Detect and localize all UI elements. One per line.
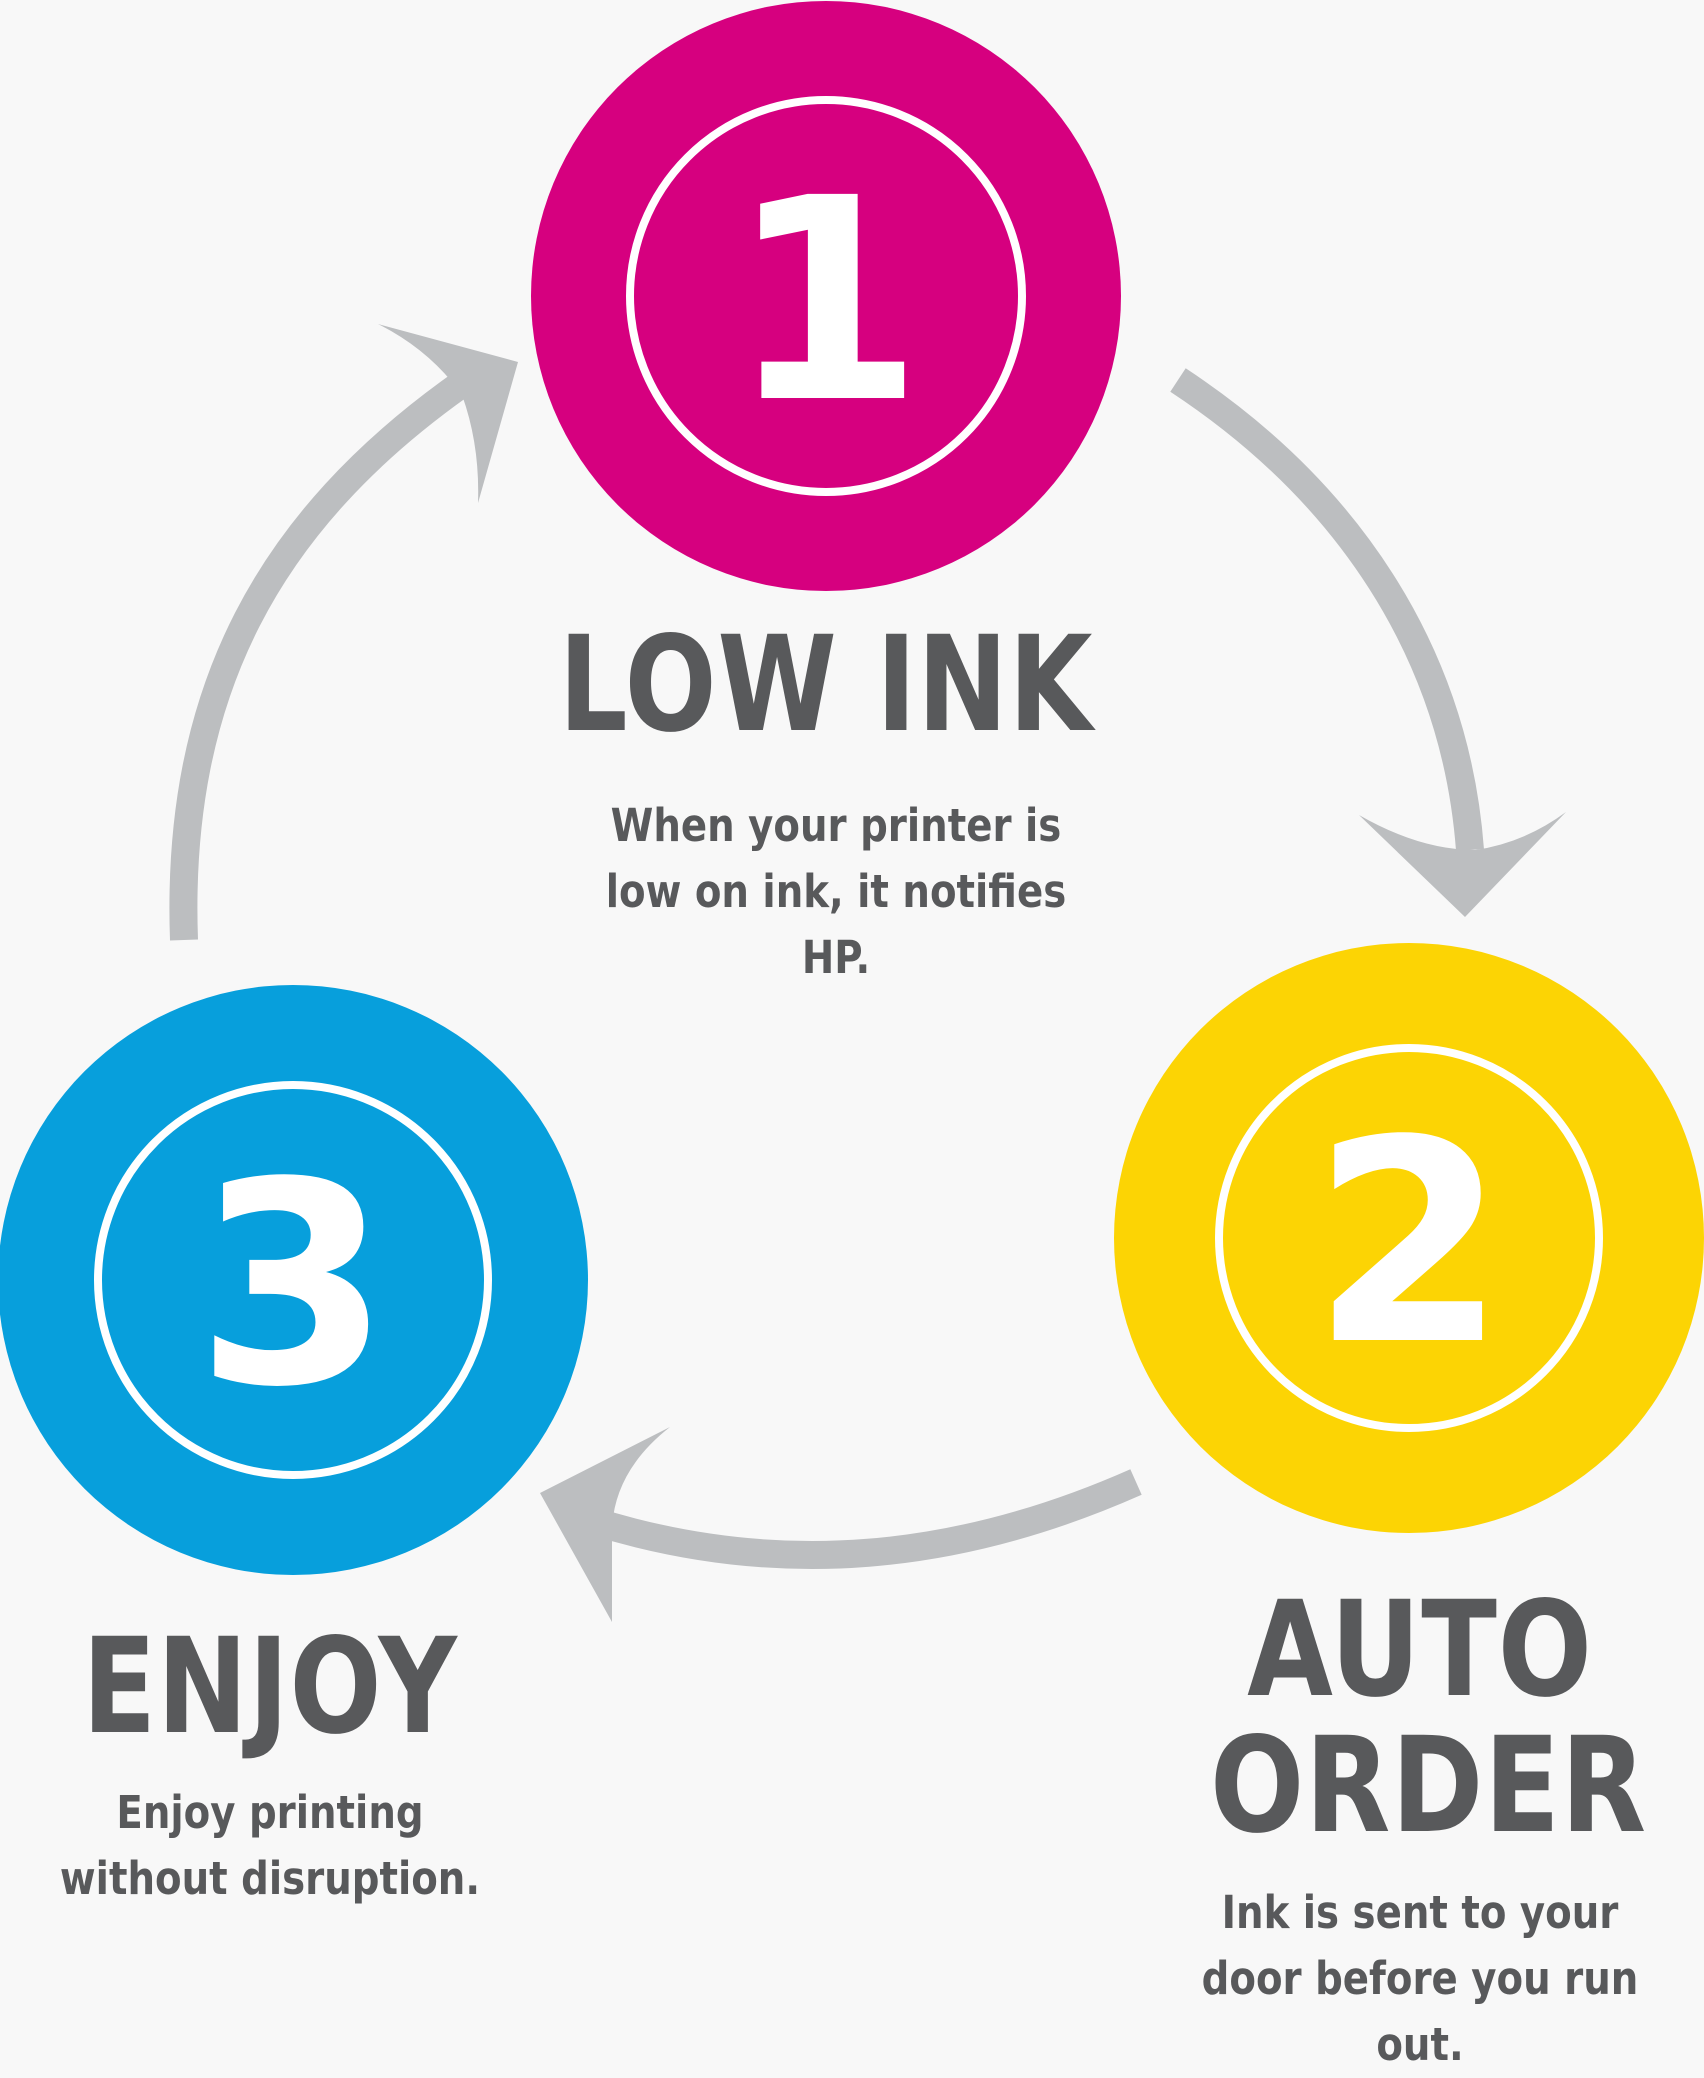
cycle-diagram: 1 2 3	[0, 1, 1704, 1622]
step-2-circle: 2	[1114, 943, 1704, 1533]
step-1-title: LOW INK	[558, 608, 1094, 762]
step-3-number: 3	[196, 1123, 391, 1449]
step-3-description: Enjoy printing without disruption.	[59, 1786, 481, 1905]
step-2-description: Ink is sent to your door before you run …	[1201, 1886, 1639, 2071]
step-3-circle: 3	[0, 985, 588, 1575]
arrow-step3-to-step1	[169, 324, 518, 941]
step-1-description: When your printer is low on ink, it noti…	[605, 799, 1067, 984]
step-1-number: 1	[729, 139, 924, 465]
step-1-circle: 1	[531, 1, 1121, 591]
arrow-step2-to-step3	[540, 1427, 1142, 1622]
step-2-title: AUTO ORDER	[1210, 1573, 1648, 1863]
arrow-step1-to-step2	[1170, 368, 1566, 917]
step-2-number: 2	[1312, 1081, 1507, 1407]
step-3-title: ENJOY	[82, 1610, 458, 1764]
